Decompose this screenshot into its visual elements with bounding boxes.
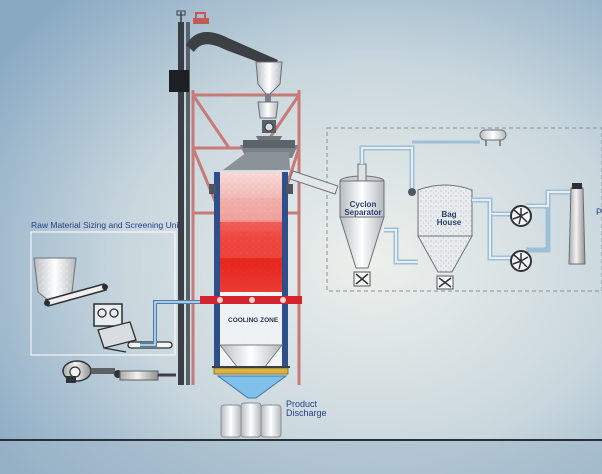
cyclone-separator-label: Cyclon Separator xyxy=(342,200,384,218)
product-label-line1: Product xyxy=(286,399,318,409)
sizing-unit-label: Raw Material Sizing and Screening Unit xyxy=(31,220,181,230)
bag-house-label-line1: Bag xyxy=(441,210,457,219)
bag-house-label: Bag House xyxy=(432,210,466,228)
exhaust-stack xyxy=(568,183,586,265)
product-discharge xyxy=(212,366,290,438)
bag-house-label-line2: House xyxy=(436,218,462,228)
bag-house xyxy=(417,184,473,290)
exhaust-fan-lower xyxy=(510,250,532,272)
sizing-unit-equipment xyxy=(33,257,173,353)
cooling-zone-label: COOLING ZONE xyxy=(228,317,279,324)
edge-label: P xyxy=(596,207,602,217)
exhaust-fan-upper xyxy=(510,205,532,227)
product-discharge-label: Product Discharge xyxy=(286,399,346,419)
blower xyxy=(62,360,159,383)
vertical-kiln xyxy=(209,136,298,369)
cyclone-label-line1: Cyclon xyxy=(349,200,377,209)
feed-hopper xyxy=(255,61,283,133)
air-tank xyxy=(479,129,507,146)
cyclone-label-line2: Separator xyxy=(344,208,382,218)
sizing-unit-boundary xyxy=(30,231,176,356)
kiln-offgas-duct xyxy=(289,170,339,195)
gas-cleaning-boundary xyxy=(326,127,602,292)
elevator-discharge-chute xyxy=(186,32,278,68)
product-label-line2: Discharge xyxy=(286,408,327,419)
bucket-elevator xyxy=(169,10,209,385)
